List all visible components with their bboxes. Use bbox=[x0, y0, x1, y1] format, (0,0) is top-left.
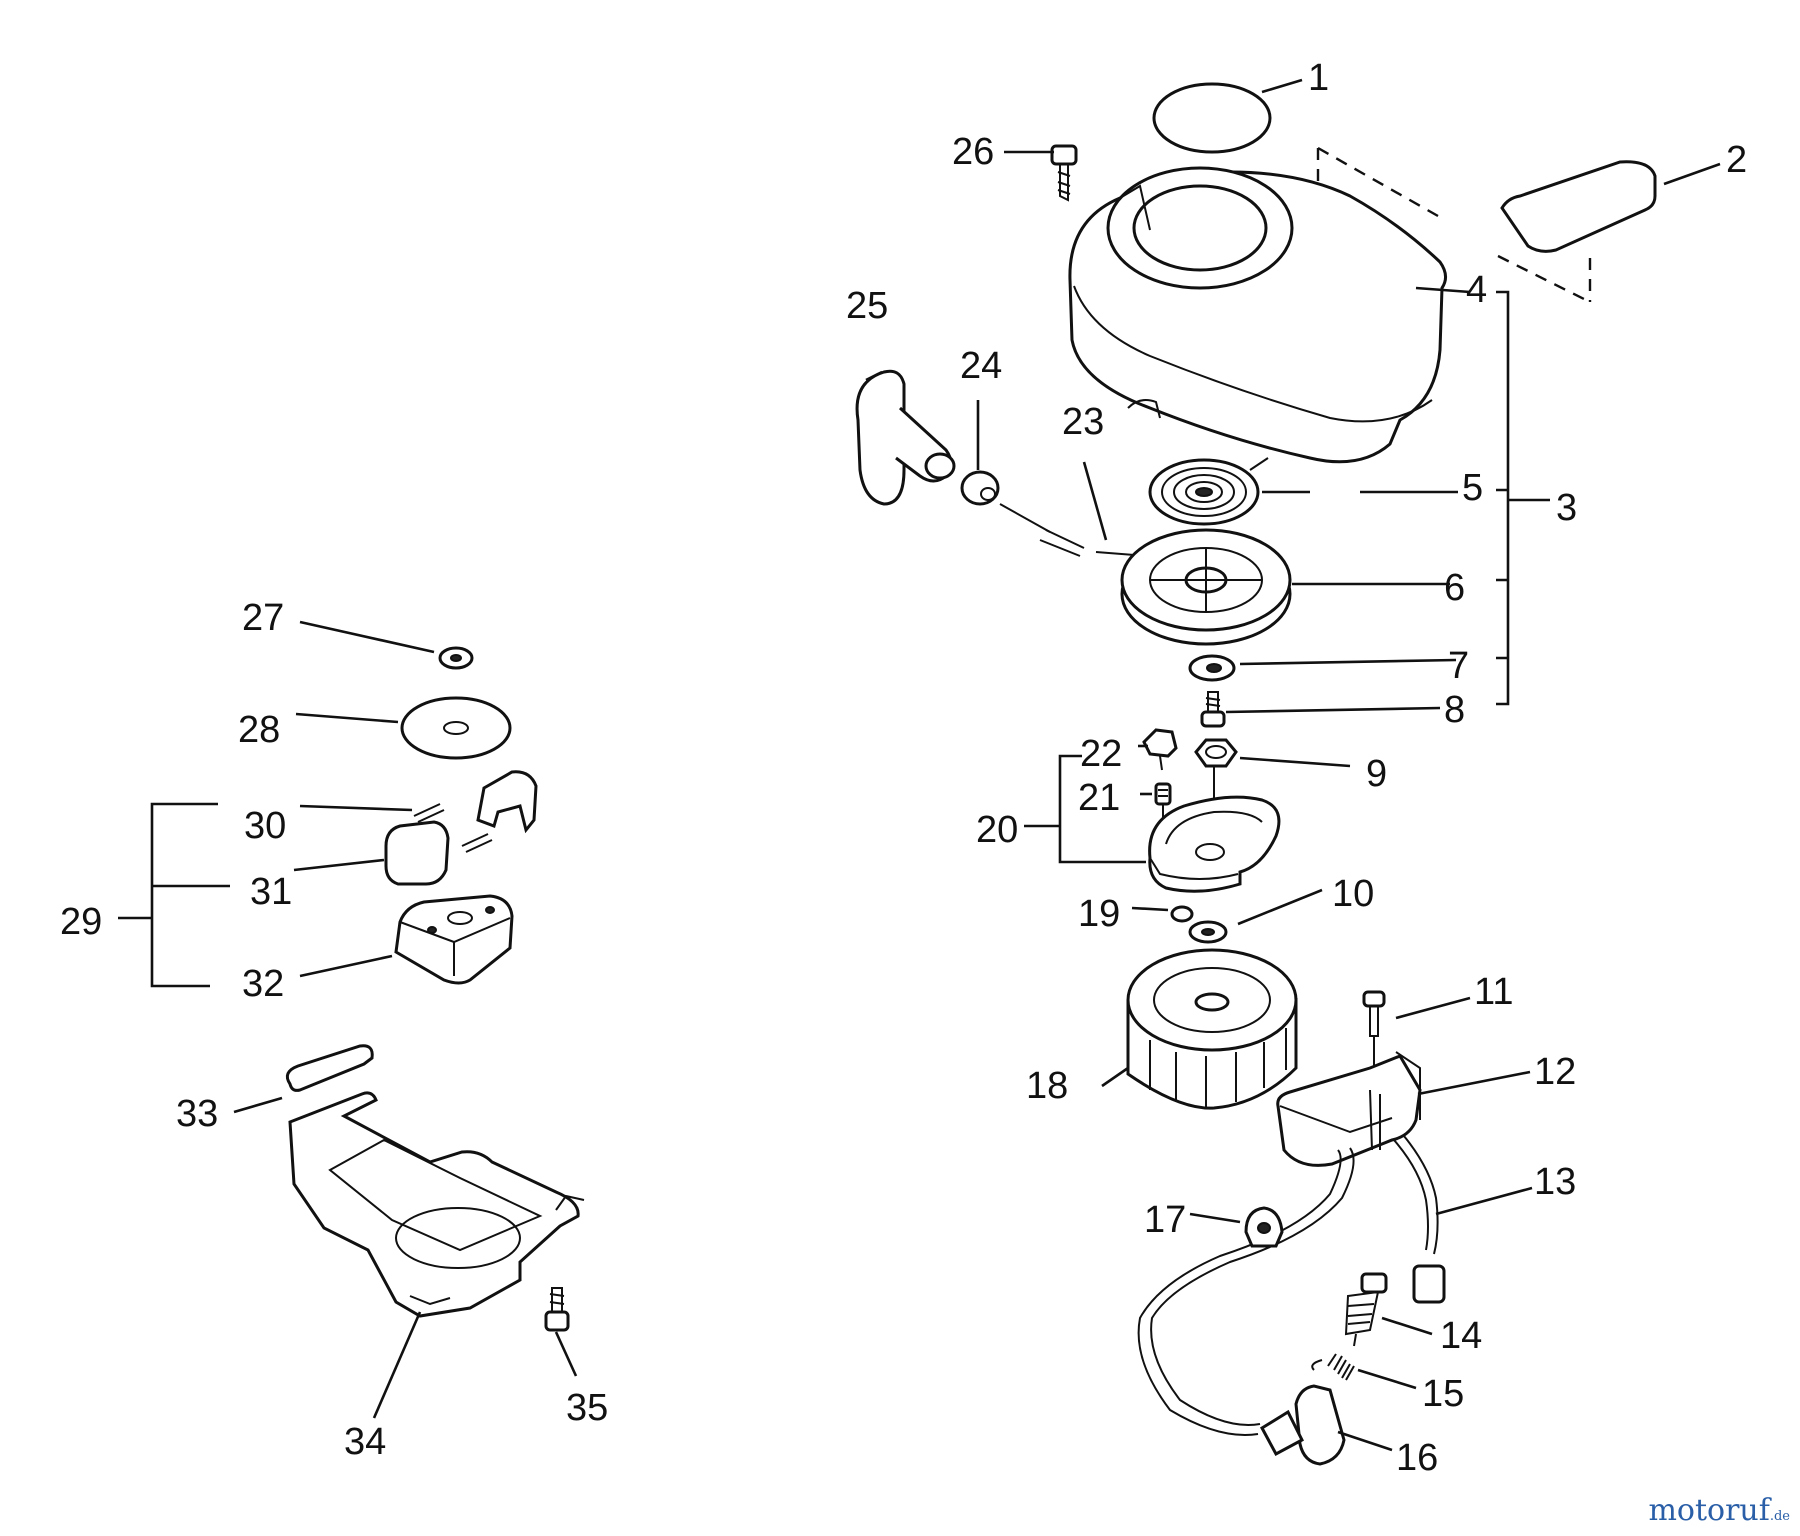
label-23: 23 bbox=[1062, 401, 1104, 443]
label-11: 11 bbox=[1474, 971, 1513, 1013]
part-19-washer bbox=[1170, 905, 1194, 923]
part-35-screw bbox=[544, 1287, 570, 1332]
label-18: 18 bbox=[1026, 1065, 1068, 1107]
label-1: 1 bbox=[1308, 57, 1329, 99]
label-7: 7 bbox=[1448, 645, 1469, 687]
part-31-muffler-cover bbox=[384, 820, 450, 886]
part-30-screen bbox=[413, 770, 538, 853]
label-20: 20 bbox=[976, 809, 1018, 851]
label-25: 25 bbox=[846, 285, 888, 327]
part-9-nut bbox=[1194, 738, 1238, 820]
label-24: 24 bbox=[960, 345, 1002, 387]
watermark-tld: .de bbox=[1769, 1509, 1790, 1524]
watermark-logo: motoruf.de bbox=[1648, 1493, 1790, 1528]
part-24-grommet bbox=[960, 470, 1000, 506]
label-8: 8 bbox=[1444, 689, 1465, 731]
label-31: 31 bbox=[250, 871, 292, 913]
part-4-starter-housing bbox=[1068, 166, 1447, 464]
leader-lines bbox=[118, 78, 1721, 1452]
part-32-muffler-body bbox=[394, 894, 514, 985]
part-34-fan-housing bbox=[288, 1091, 585, 1318]
part-25-starter-handle bbox=[855, 369, 956, 506]
label-28: 28 bbox=[238, 709, 280, 751]
label-15: 15 bbox=[1422, 1373, 1464, 1415]
part-1-sticker bbox=[1152, 82, 1272, 154]
part-17-clamp bbox=[1244, 1206, 1284, 1248]
label-22: 22 bbox=[1080, 733, 1122, 775]
part-5-recoil-spring bbox=[1148, 457, 1269, 526]
part-20-pawl-carrier bbox=[1148, 795, 1281, 893]
label-13: 13 bbox=[1534, 1161, 1576, 1203]
label-3: 3 bbox=[1556, 487, 1577, 529]
label-2: 2 bbox=[1726, 139, 1747, 181]
label-30: 30 bbox=[244, 805, 286, 847]
watermark-brand: motoruf bbox=[1648, 1493, 1770, 1528]
label-27: 27 bbox=[242, 597, 284, 639]
label-10: 10 bbox=[1332, 873, 1374, 915]
part-26-bolt bbox=[1050, 144, 1078, 202]
label-33: 33 bbox=[176, 1093, 218, 1135]
label-21: 21 bbox=[1078, 777, 1120, 819]
label-34: 34 bbox=[344, 1421, 386, 1463]
part-18-flywheel bbox=[1126, 948, 1298, 1110]
part-27-washer bbox=[438, 646, 474, 670]
label-12: 12 bbox=[1534, 1051, 1576, 1093]
label-19: 19 bbox=[1078, 893, 1120, 935]
label-5: 5 bbox=[1462, 467, 1483, 509]
part-14-spark-plug bbox=[1344, 1272, 1388, 1347]
part-22-pawl bbox=[1142, 728, 1178, 771]
label-4: 4 bbox=[1466, 269, 1487, 311]
part-28-plate bbox=[400, 696, 512, 760]
label-6: 6 bbox=[1444, 567, 1465, 609]
label-32: 32 bbox=[242, 963, 284, 1005]
part-6-rope-pulley bbox=[1120, 528, 1292, 646]
part-13-ht-lead bbox=[1137, 1135, 1446, 1436]
label-35: 35 bbox=[566, 1387, 608, 1429]
label-16: 16 bbox=[1396, 1437, 1438, 1479]
label-17: 17 bbox=[1144, 1199, 1186, 1241]
part-2-plate bbox=[1500, 160, 1657, 253]
part-16-plug-cap bbox=[1260, 1384, 1346, 1466]
label-9: 9 bbox=[1366, 753, 1387, 795]
label-14: 14 bbox=[1440, 1315, 1482, 1357]
part-number-labels: 1 2 3 4 5 6 7 8 9 10 11 12 13 14 15 16 1… bbox=[60, 57, 1747, 1479]
label-26: 26 bbox=[952, 131, 994, 173]
part-23-rope bbox=[999, 503, 1149, 557]
part-15-terminal-spring bbox=[1311, 1353, 1355, 1381]
part-33-gasket bbox=[285, 1044, 374, 1092]
part-12-ignition-coil bbox=[1276, 1051, 1422, 1167]
part-7-washer bbox=[1188, 654, 1236, 682]
part-8-screw bbox=[1200, 691, 1226, 728]
label-29: 29 bbox=[60, 901, 102, 943]
part-10-washer bbox=[1188, 920, 1228, 944]
